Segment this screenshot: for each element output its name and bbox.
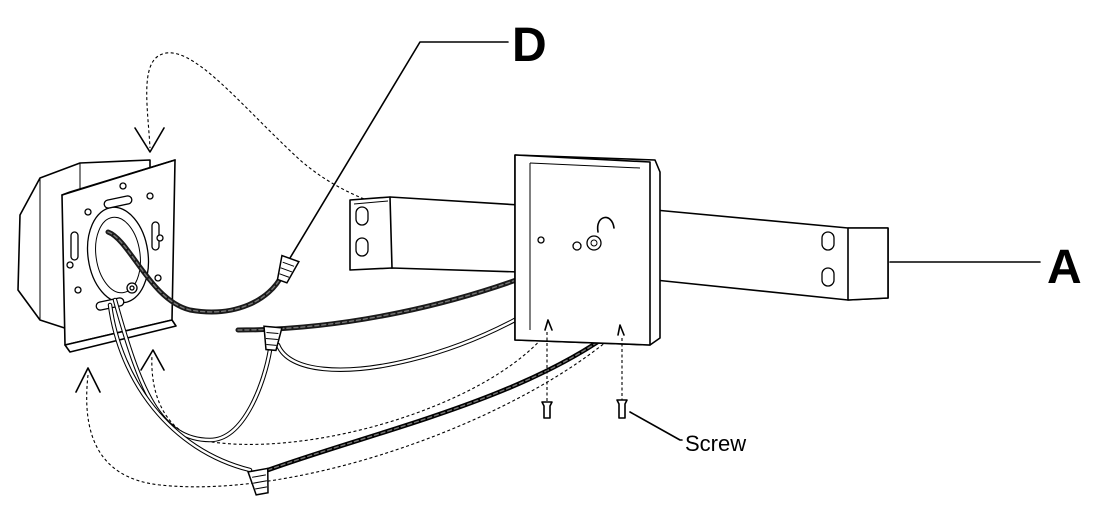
- wire-nut-d: [276, 254, 300, 284]
- wire-routing-arc-bottom: [86, 329, 621, 488]
- junction-box: [17, 159, 177, 353]
- callout-a-label: A: [1047, 241, 1082, 294]
- fixture-backplate: [514, 154, 661, 346]
- wire-nut-middle: [263, 325, 283, 352]
- screw-right: [616, 399, 628, 419]
- arm-left-segment: [349, 196, 521, 273]
- leader-d: [289, 41, 509, 259]
- callout-d-label: D: [512, 19, 547, 72]
- arrow-head-top: [134, 127, 165, 153]
- leader-screw: [629, 411, 683, 441]
- ground-loop: [596, 216, 615, 233]
- callout-leaders: [289, 41, 1041, 441]
- arrow-head-middle-left: [140, 349, 165, 371]
- center-connector: [586, 235, 602, 251]
- wire-routing-arc-middle: [151, 334, 546, 445]
- callout-screw-label: Screw: [685, 431, 746, 456]
- arrow-head-bottom-left: [75, 367, 101, 393]
- screws: [541, 332, 628, 419]
- wire-nut-bottom: [247, 467, 269, 496]
- backplate-front: [514, 154, 651, 346]
- wire-nuts: [247, 254, 300, 496]
- screw-left: [541, 401, 553, 419]
- fixture-arm: [349, 196, 889, 301]
